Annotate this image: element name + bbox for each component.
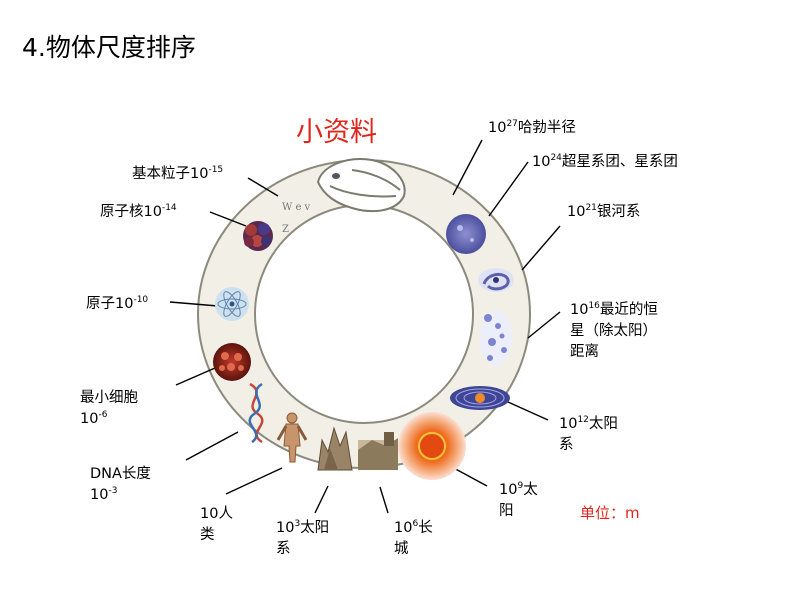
pointer-star bbox=[527, 311, 561, 339]
cell-image bbox=[213, 343, 251, 381]
atom-image bbox=[215, 287, 249, 321]
human-image bbox=[276, 412, 308, 463]
snake-head bbox=[316, 158, 406, 213]
label-hubble: 1027哈勃半径 bbox=[488, 119, 576, 137]
constellation-image bbox=[480, 310, 512, 366]
pointer-nucleus bbox=[209, 211, 247, 227]
pointer-lines bbox=[169, 139, 561, 514]
cluster-image bbox=[446, 214, 486, 254]
great-wall-image bbox=[358, 432, 398, 470]
pointer-cell bbox=[175, 367, 216, 386]
label-supercluster: 1024超星系团、星系团 bbox=[532, 153, 678, 171]
label-solar-system: 1012太阳 系 bbox=[559, 415, 618, 454]
pointer-particle bbox=[247, 177, 279, 197]
label-dna: DNA长度 10-3 bbox=[90, 466, 151, 503]
mountain-image bbox=[317, 426, 353, 471]
label-great-wall: 106长 城 bbox=[394, 519, 433, 558]
pointer-wall bbox=[379, 486, 389, 514]
snake-text-1: W e v bbox=[282, 202, 311, 213]
label-sun: 109太 阳 bbox=[499, 481, 538, 520]
diagram-subtitle: 小资料 bbox=[296, 117, 377, 148]
label-particle: 基本粒子10-15 bbox=[132, 165, 224, 183]
label-mountain: 103太阳 系 bbox=[276, 519, 330, 558]
pointer-solar bbox=[507, 401, 549, 421]
pointer-supercluster bbox=[488, 161, 529, 217]
pointer-human bbox=[225, 467, 283, 495]
label-atom: 原子10-10 bbox=[86, 295, 149, 313]
nucleus-image bbox=[243, 221, 273, 251]
snake-eye bbox=[332, 173, 340, 179]
sun-image bbox=[398, 412, 466, 480]
page-title: 4.物体尺度排序 bbox=[22, 33, 196, 62]
unit-label: 单位：m bbox=[580, 504, 640, 522]
pointer-dna bbox=[185, 431, 239, 461]
spiral-galaxy-image bbox=[478, 268, 514, 292]
label-nearest-star: 1016最近的恒 星（除太阳） 距离 bbox=[570, 301, 658, 361]
snake-text-2: Z bbox=[282, 224, 289, 235]
dna-image bbox=[248, 382, 264, 444]
label-cell: 最小细胞 10-6 bbox=[80, 390, 138, 427]
pointer-atom bbox=[169, 301, 219, 307]
label-human: 10人 类 bbox=[200, 506, 233, 543]
pointer-galaxy bbox=[521, 225, 561, 271]
label-nucleus: 原子核10-14 bbox=[100, 203, 177, 221]
pointer-hubble bbox=[452, 139, 483, 196]
label-galaxy: 1021银河系 bbox=[567, 203, 641, 221]
ring-inner bbox=[254, 204, 474, 424]
solar-system-image bbox=[450, 386, 510, 410]
pointer-mountain bbox=[314, 485, 329, 514]
